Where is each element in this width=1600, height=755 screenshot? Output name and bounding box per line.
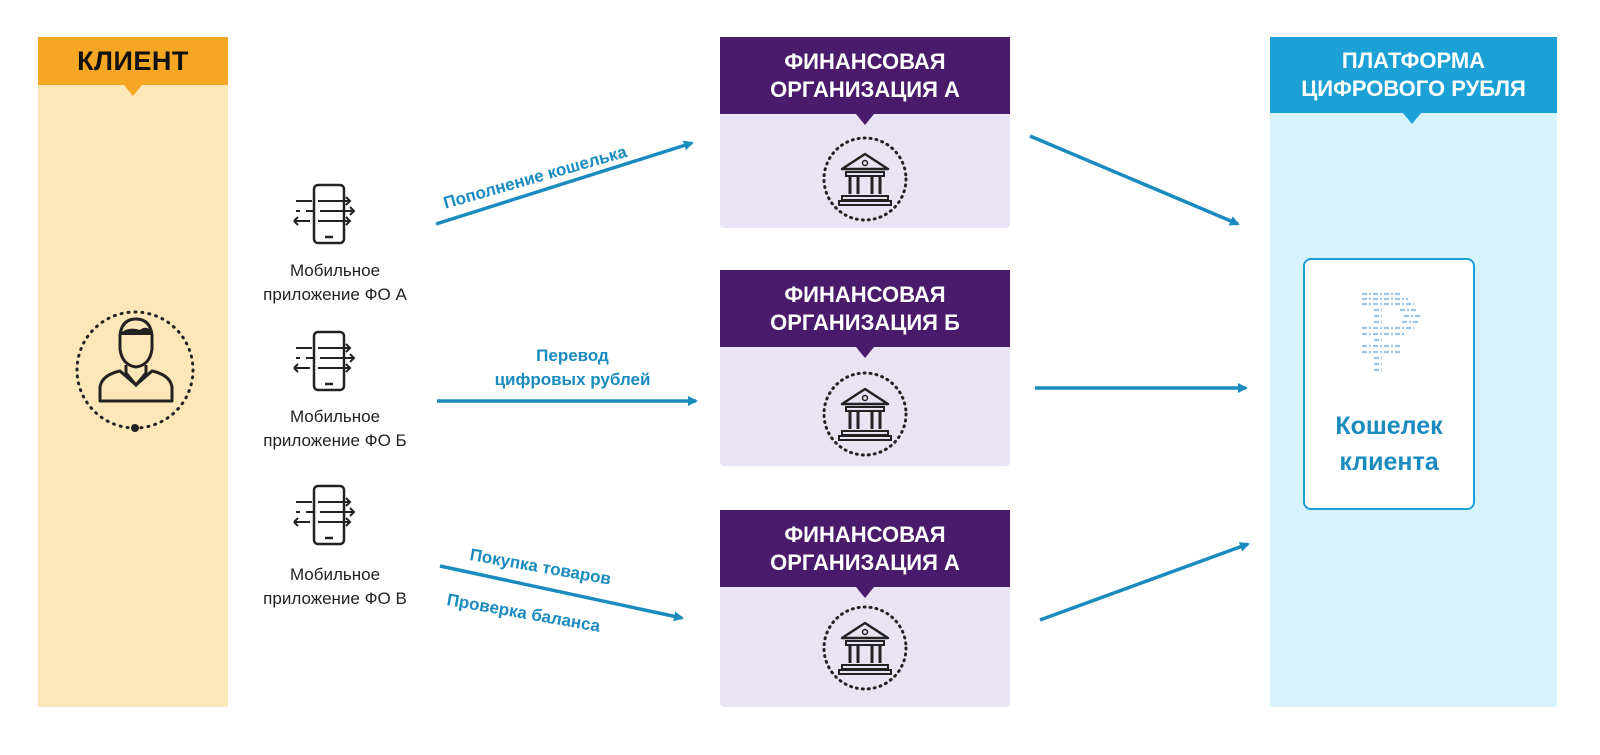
fo-header-pointer (856, 114, 874, 125)
arrow-app-v-to-fo-v (439, 564, 684, 622)
digital-ruble-icon (1362, 292, 1420, 372)
mobile-app-icon (293, 484, 356, 546)
platform-title-line: ЦИФРОВОГО РУБЛЯ (1301, 76, 1526, 101)
arrow-app-a-to-fo-a (435, 140, 694, 226)
label-transfer-line: Перевод (536, 346, 609, 365)
wallet-label-line: клиента (1339, 448, 1439, 476)
app-label-line: приложение ФО Б (263, 431, 407, 450)
app-label-fo-b: Мобильное приложение ФО Б (240, 405, 430, 453)
label-transfer: Перевод цифровых рублей (465, 344, 680, 392)
label-transfer-line: цифровых рублей (494, 370, 651, 389)
mobile-app-icon (293, 183, 356, 245)
client-header-pointer (124, 85, 142, 96)
mobile-app-icon (293, 330, 356, 392)
wallet-label: Кошелек клиента (1303, 408, 1475, 480)
fo-title-line: ОРГАНИЗАЦИЯ Б (770, 309, 960, 335)
fo-header-pointer (856, 347, 874, 358)
bank-icon (822, 371, 908, 457)
client-panel (38, 37, 228, 707)
bank-icon (822, 136, 908, 222)
fo-title-line: ФИНАНСОВАЯ (784, 521, 946, 547)
fo-title-line: ФИНАНСОВАЯ (784, 281, 946, 307)
bank-icon (822, 605, 908, 691)
client-header: КЛИЕНТ (38, 37, 228, 85)
platform-header: ПЛАТФОРМА ЦИФРОВОГО РУБЛЯ (1270, 37, 1557, 113)
fo-title-line: ОРГАНИЗАЦИЯ А (770, 76, 960, 102)
wallet-label-line: Кошелек (1335, 412, 1443, 440)
arrow-fo-a-to-platform (1029, 134, 1240, 226)
app-label-line: Мобильное (289, 261, 381, 280)
app-label-line: Мобильное (289, 407, 381, 426)
client-avatar-icon (75, 310, 195, 432)
fo-title-line: ФИНАНСОВАЯ (784, 48, 946, 74)
platform-title-line: ПЛАТФОРМА (1341, 48, 1486, 73)
app-label-fo-v: Мобильное приложение ФО В (240, 563, 430, 611)
arrow-fo-v-to-platform (1039, 542, 1250, 622)
platform-header-pointer (1403, 113, 1421, 124)
app-label-line: приложение ФО А (263, 285, 407, 304)
app-label-line: Мобильное (289, 565, 381, 584)
fo-title-line: ОРГАНИЗАЦИЯ А (770, 549, 960, 575)
app-label-line: приложение ФО В (263, 589, 407, 608)
app-label-fo-a: Мобильное приложение ФО А (240, 259, 430, 307)
fo-header-pointer (856, 587, 874, 598)
